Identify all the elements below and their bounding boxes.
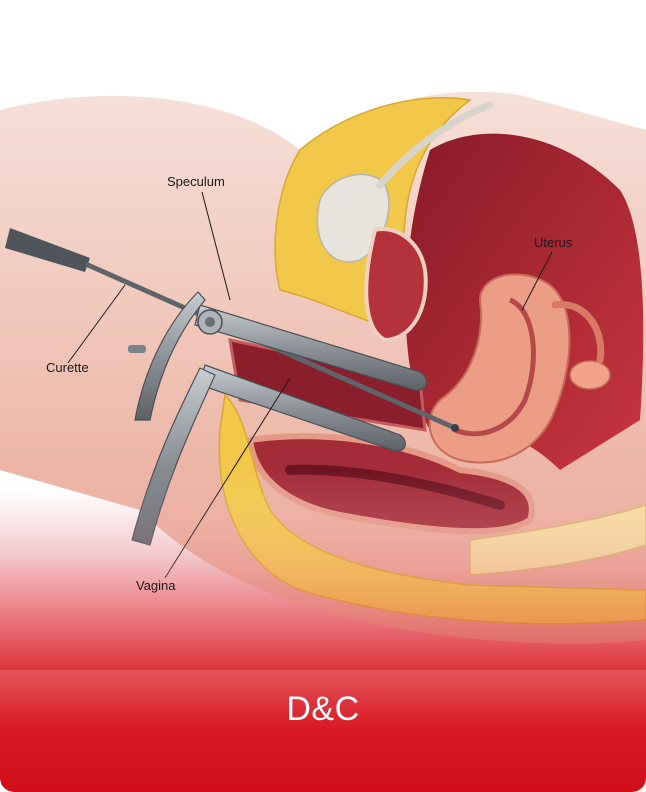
uterus-label: Uterus (534, 235, 573, 250)
leader-speculum (201, 191, 231, 301)
speculum-upper-handle (134, 291, 206, 421)
speculum-screw (128, 345, 146, 353)
uterine-cavity (454, 297, 536, 437)
leader-uterus (521, 251, 553, 311)
leader-curette (67, 284, 126, 364)
speculum-lower-blade (199, 364, 406, 452)
bladder-wall (364, 227, 428, 343)
vagina-label: Vagina (136, 578, 176, 593)
curette-tip (451, 424, 459, 432)
curette-handle (5, 228, 90, 272)
ovary (569, 360, 611, 390)
curette-label: Curette (46, 360, 89, 375)
urachus (376, 101, 494, 189)
caption-title: D&C (286, 690, 360, 728)
speculum-label: Speculum (167, 174, 225, 189)
uterus (428, 273, 571, 464)
fallopian-tube (551, 301, 605, 364)
speculum-upper-blade (194, 304, 427, 391)
